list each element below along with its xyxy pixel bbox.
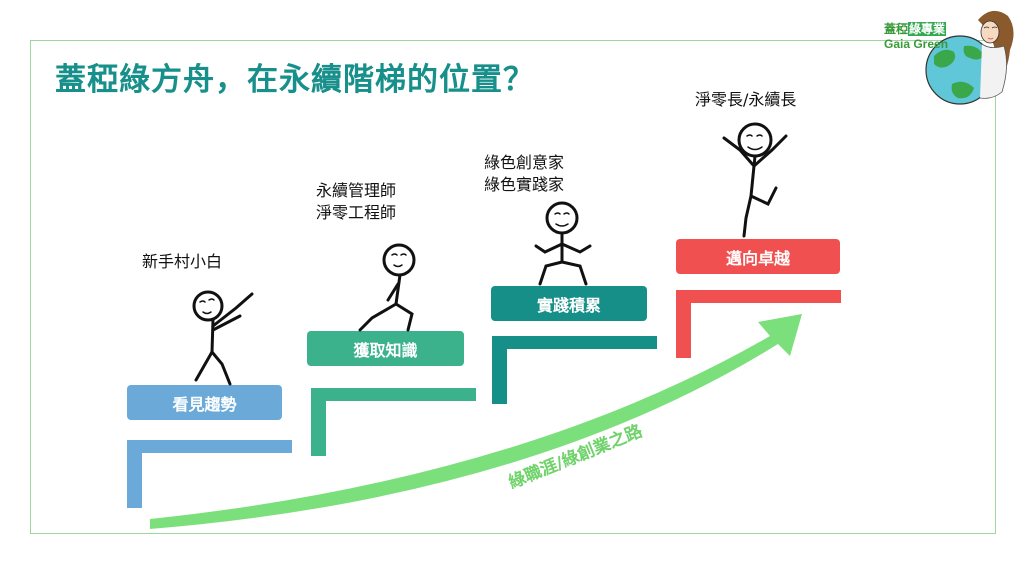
page-title: 蓋稏綠方舟，在永續階梯的位置？ — [55, 62, 535, 98]
growth-arrow — [150, 314, 802, 529]
stage-4-button: 邁向卓越 — [676, 239, 840, 274]
earth-mascot-logo — [925, 10, 1014, 105]
logo-text: 蓋稏綠專業 Gaia Green — [884, 22, 950, 52]
step-4-role: 淨零長/永續長 — [695, 90, 797, 109]
step-1-role: 新手村小白 — [142, 252, 223, 271]
content-frame — [30, 40, 996, 534]
stick-figure-2 — [358, 243, 416, 332]
step-2-bracket — [311, 388, 476, 456]
stage-1-button: 看見趨勢 — [127, 385, 282, 420]
logo-english: Gaia Green — [884, 37, 949, 51]
stage-3-button: 實踐積累 — [491, 286, 647, 321]
logo-chinese: 蓋稏綠專業 — [884, 22, 947, 36]
stage-2-button: 獲取知識 — [307, 331, 464, 366]
stick-figure-3 — [534, 201, 592, 286]
step-3-bracket — [492, 336, 657, 404]
step-1-bracket — [127, 440, 292, 508]
stick-figure-1 — [192, 290, 254, 386]
stick-figure-4 — [722, 122, 788, 238]
step-2-role: 永續管理師 淨零工程師 — [316, 181, 397, 222]
step-3-role: 綠色創意家 綠色實踐家 — [484, 153, 565, 194]
step-4-bracket — [676, 290, 841, 358]
